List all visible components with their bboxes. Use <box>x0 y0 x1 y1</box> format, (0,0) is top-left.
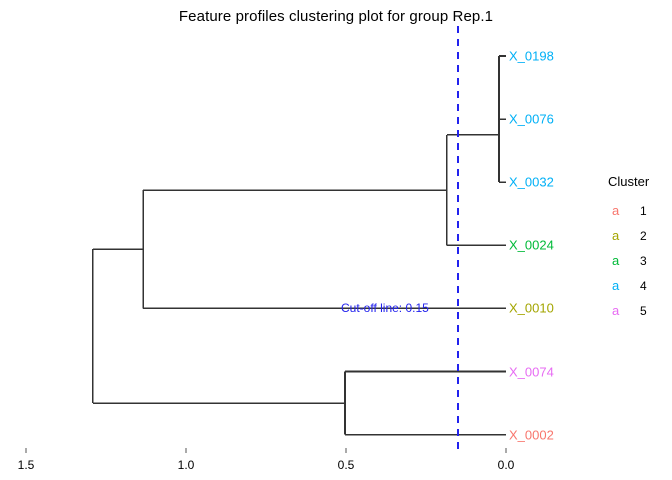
leaf-label-x_0002: X_0002 <box>509 427 554 443</box>
legend-glyph-icon: a <box>612 303 620 318</box>
axis-tick-label: 0.5 <box>337 458 355 472</box>
leaf-label-x_0010: X_0010 <box>509 300 554 316</box>
cutoff-line-label: Cut-off line: 0.15 <box>341 301 429 316</box>
legend-item-label: 5 <box>640 304 647 318</box>
legend-item-label: 3 <box>640 254 647 268</box>
legend-item-label: 2 <box>640 229 647 243</box>
leaf-label-x_0076: X_0076 <box>509 111 554 127</box>
leaf-label-x_0198: X_0198 <box>509 48 554 64</box>
leaf-label-x_0032: X_0032 <box>509 174 554 190</box>
legend-title: Cluster <box>608 174 650 189</box>
legend-item-label: 4 <box>640 279 647 293</box>
legend-glyph-icon: a <box>612 228 620 243</box>
axis-tick-label: 1.0 <box>177 458 195 472</box>
legend-glyph-icon: a <box>612 203 620 218</box>
leaf-label-x_0074: X_0074 <box>509 364 554 379</box>
leaf-label-x_0024: X_0024 <box>509 237 554 253</box>
legend-glyph-icon: a <box>612 278 620 293</box>
axis-tick-label: 1.5 <box>17 458 35 472</box>
legend-glyph-icon: a <box>612 253 620 268</box>
page-title: Feature profiles clustering plot for gro… <box>178 8 494 25</box>
axis-tick-label: 0.0 <box>497 458 515 472</box>
legend-item-label: 1 <box>640 204 647 218</box>
